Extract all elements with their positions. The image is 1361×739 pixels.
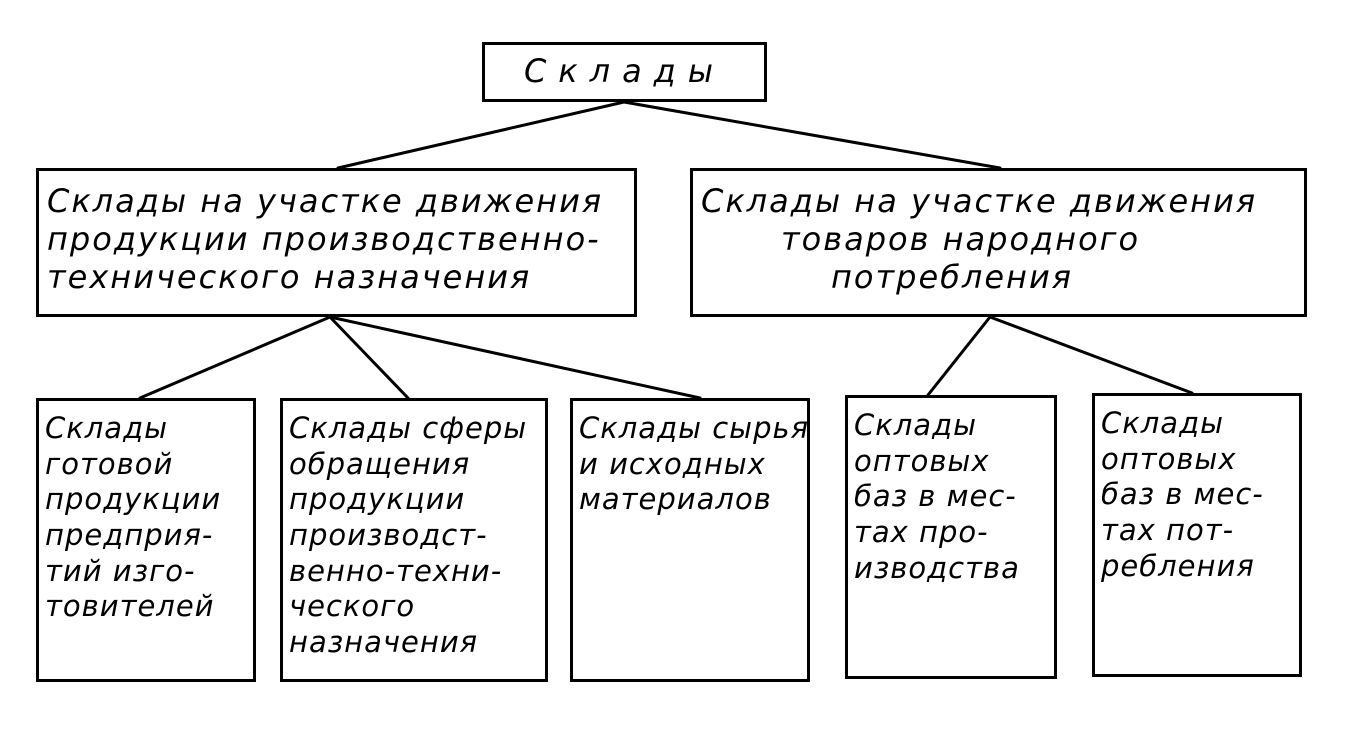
leaf-node-line: венно-техни- [289, 553, 503, 588]
category-node-line: Склады на участке движения [47, 182, 604, 220]
leaf-node-line: товителей [45, 589, 215, 624]
category-node-line: продукции производственно- [47, 219, 601, 258]
leaf-node-line: назначения [289, 624, 479, 659]
leaf-node-line: Склады [45, 411, 169, 445]
leaf-node-line: Склады сферы [289, 411, 528, 445]
connector-left-leaf-3 [328, 315, 702, 400]
leaf-node-wholesale-production: Склады оптовых баз в мес- тах про- извод… [845, 395, 1057, 679]
leaf-node-line: материалов [579, 482, 772, 517]
leaf-node-line: тий изго- [45, 553, 196, 588]
leaf-node-line: производст- [289, 517, 488, 552]
leaf-node-line: тах пот- [1101, 512, 1235, 547]
leaf-node-line: тах про- [854, 514, 989, 549]
connector-left-leaf-2 [328, 315, 410, 400]
leaf-node-line: оптовых [1101, 441, 1237, 476]
connector-root-right [622, 100, 1002, 170]
category-node-consumer: Склады на участке движения товаров народ… [690, 168, 1307, 317]
leaf-node-line: и исходных [579, 446, 766, 481]
leaf-node-line: Склады [1101, 406, 1225, 440]
leaf-node-line: Склады [854, 408, 978, 442]
leaf-node-line: баз в мес- [854, 479, 1017, 514]
leaf-node-line: обращения [289, 446, 471, 481]
leaf-node-wholesale-consumption: Склады оптовых баз в мес- тах пот- ребле… [1092, 393, 1302, 677]
category-node-line: технического назначения [47, 257, 532, 296]
leaf-node-line: баз в мес- [1101, 477, 1264, 512]
leaf-node-line: продукции [45, 482, 222, 517]
leaf-node-line: ребления [1101, 548, 1255, 583]
leaf-node-line: ческого [289, 589, 416, 624]
leaf-node-finished-products: Склады готовой продукции предприя- тий и… [36, 398, 256, 682]
leaf-node-line: Склады сырья [579, 411, 810, 445]
connector-root-left [336, 100, 626, 170]
connector-right-leaf-4 [926, 315, 992, 397]
leaf-node-circulation: Склады сферы обращения продукции произво… [280, 398, 548, 682]
category-node-line: товаров народного [781, 219, 1141, 258]
category-node-line: потребления [831, 257, 1073, 296]
connector-left-leaf-1 [138, 315, 332, 400]
root-node-label: Склады [523, 52, 726, 91]
category-node-industrial: Склады на участке движения продукции про… [36, 168, 637, 317]
leaf-node-line: предприя- [45, 517, 214, 552]
category-node-line: Склады на участке движения [701, 182, 1258, 220]
leaf-node-line: готовой [45, 446, 174, 481]
leaf-node-line: изводства [854, 550, 1020, 585]
connector-right-leaf-5 [988, 315, 1194, 395]
leaf-node-line: продукции [289, 482, 466, 517]
leaf-node-line: оптовых [854, 443, 990, 478]
root-node: Склады [482, 42, 767, 102]
leaf-node-raw-materials: Склады сырья и исходных материалов [570, 398, 810, 682]
